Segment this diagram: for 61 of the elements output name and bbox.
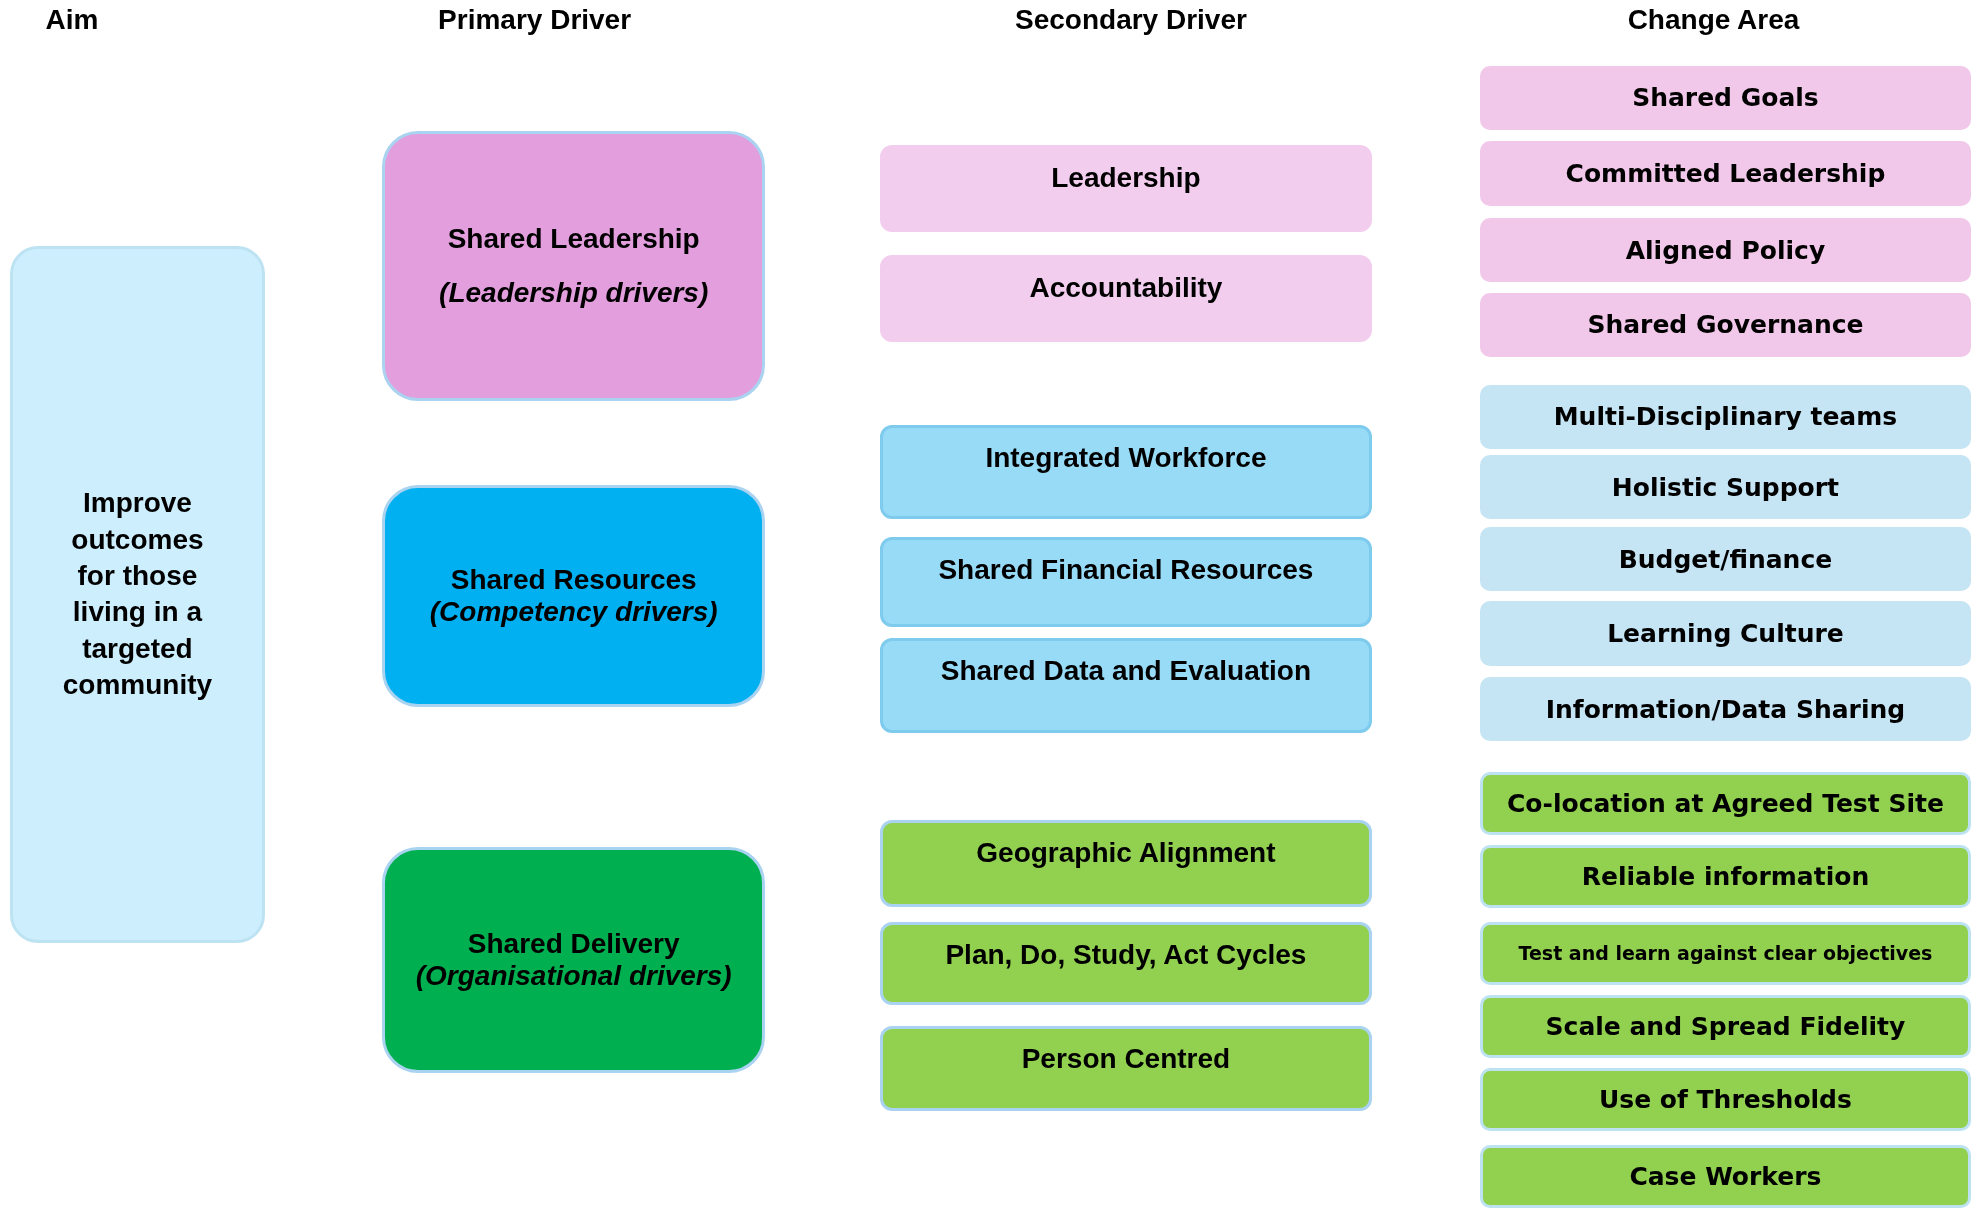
node-title: Holistic Support: [1611, 472, 1840, 502]
node-title: Improve outcomes for those living in a targeted community: [61, 486, 214, 703]
node-title: Scale and Spread Fidelity: [1545, 1011, 1906, 1041]
secondary-driver-box: [880, 145, 1372, 232]
primary-driver-box: [382, 131, 766, 401]
node-title: Shared Leadership: [447, 223, 700, 256]
node-title: Information/Data Sharing: [1545, 694, 1906, 724]
change-area-box: [1480, 292, 1971, 357]
node-subtitle: (Competency drivers): [429, 596, 718, 629]
secondary-driver-box: [880, 1026, 1372, 1111]
change-area-box: [1480, 527, 1971, 592]
change-area-box: [1480, 141, 1971, 206]
node-title: Leadership: [1051, 162, 1201, 194]
column-heading: Change Area: [1627, 4, 1800, 36]
node-title: Person Centred: [1021, 1043, 1231, 1076]
change-area-box: [1480, 601, 1971, 666]
secondary-driver-box: [880, 537, 1372, 627]
change-area-box: [1480, 1144, 1971, 1208]
change-area-box: [1480, 844, 1971, 908]
node-title: Multi-Disciplinary teams: [1553, 402, 1898, 432]
change-area-box: [1480, 218, 1971, 283]
node-title: Shared Financial Resources: [938, 554, 1314, 587]
node-title: Accountability: [1029, 271, 1223, 304]
node-title: Shared Delivery: [467, 928, 680, 961]
node-subtitle: (Organisational drivers): [415, 960, 732, 993]
node-title: Budget/finance: [1618, 544, 1833, 574]
column-heading: Secondary Driver: [1015, 4, 1247, 36]
secondary-driver-box: [880, 424, 1372, 520]
node-title: Shared Resources: [450, 564, 697, 597]
node-title: Co-location at Agreed Test Site: [1507, 788, 1944, 818]
node-title: Aligned Policy: [1625, 235, 1826, 265]
node-title: Reliable information: [1581, 861, 1870, 891]
primary-driver-box: [382, 485, 766, 708]
node-title: Shared Governance: [1587, 310, 1864, 340]
secondary-driver-box: [880, 254, 1372, 342]
aim-box: [10, 245, 265, 944]
node-title: Integrated Workforce: [985, 441, 1267, 474]
change-area-box: [1480, 994, 1971, 1058]
node-title: Plan, Do, Study, Act Cycles: [945, 938, 1307, 971]
change-area-box: [1480, 771, 1971, 835]
secondary-driver-box: [880, 638, 1372, 733]
node-title: Case Workers: [1629, 1161, 1822, 1191]
node-title: Learning Culture: [1607, 619, 1844, 649]
node-title: Geographic Alignment: [976, 836, 1276, 869]
column-heading: Primary Driver: [438, 4, 632, 36]
node-title: Shared Goals: [1632, 83, 1819, 113]
change-area-box: [1480, 1067, 1971, 1131]
node-title: Committed Leadership: [1565, 158, 1886, 188]
change-area-box: [1480, 455, 1971, 520]
change-area-box: [1480, 921, 1971, 985]
node-title: Test and learn against clear objectives: [1518, 942, 1933, 965]
change-area-box: [1480, 677, 1971, 742]
node-title: Shared Data and Evaluation: [940, 655, 1312, 687]
change-area-box: [1480, 384, 1971, 449]
secondary-driver-box: [880, 819, 1372, 907]
secondary-driver-box: [880, 921, 1372, 1005]
node-title: Use of Thresholds: [1598, 1084, 1852, 1114]
primary-driver-box: [382, 847, 766, 1073]
column-heading: Aim: [45, 4, 99, 36]
node-subtitle: (Leadership drivers): [439, 277, 709, 310]
change-area-box: [1480, 65, 1971, 130]
